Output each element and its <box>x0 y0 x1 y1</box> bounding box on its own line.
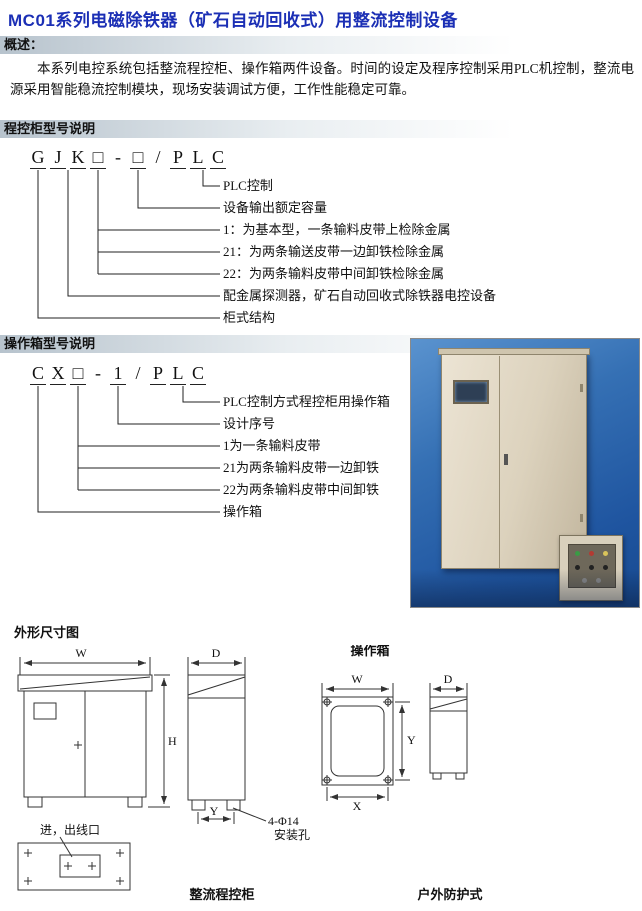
code-char: - <box>95 363 101 383</box>
page-title: MC01系列电磁除铁器（矿石自动回收式）用整流控制设备 <box>8 11 458 30</box>
code-char: 1 <box>110 362 126 385</box>
dim-h-label: H <box>168 734 177 748</box>
model-label: 柜式结构 <box>223 310 276 325</box>
photo-cabinet-handle <box>504 454 508 465</box>
code-char: P <box>150 362 166 385</box>
dimension-drawings: W H D Y 4-Φ14 安装孔 进，出线口 <box>17 645 483 902</box>
code-char: L <box>170 362 186 385</box>
indicator-dot <box>575 551 580 556</box>
button-dot <box>582 578 587 583</box>
model-label: 设计序号 <box>223 416 276 431</box>
model-label: PLC控制 <box>223 178 273 193</box>
model-label: 21：为两条输送皮带一边卸铁检除金属 <box>223 244 445 259</box>
dim-x-label: X <box>353 799 362 813</box>
code-char: L <box>190 146 206 169</box>
dim-y-label: Y <box>210 804 219 818</box>
model-label: 21为两条输料皮带一边卸铁 <box>223 460 380 475</box>
code-char: K <box>70 147 86 169</box>
cabinet-model-connector-lines <box>37 170 220 319</box>
cabinet-plan-view: 进，出线口 <box>17 823 131 891</box>
photo-cabinet-door-seam <box>499 356 500 568</box>
code-char: C <box>190 363 206 385</box>
overview-heading: 概述： <box>0 36 642 54</box>
dim-d-label: D <box>444 672 453 686</box>
model-label: 1：为基本型，一条输料皮带上检除金属 <box>223 222 451 237</box>
code-char: □ <box>130 146 146 169</box>
photo-cabinet-meter-window <box>453 380 489 404</box>
cabinet-front-view: W H <box>17 646 177 808</box>
model-label: 22：为两条输料皮带中间卸铁检除金属 <box>223 266 445 281</box>
photo-control-cabinet <box>438 348 590 569</box>
dim-y-label: Y <box>407 733 416 747</box>
dim-w-label: W <box>351 672 363 686</box>
code-char: P <box>170 146 186 169</box>
operation-box-side-view: D <box>429 672 468 780</box>
code-char: / <box>155 147 161 167</box>
dimension-drawing-heading: 外形尺寸图 <box>14 625 80 640</box>
caption-rectifier-cabinet: 整流程控柜 <box>188 887 254 902</box>
code-char: G <box>30 147 46 169</box>
model-label: 操作箱 <box>223 504 263 519</box>
photo-cabinet-hinge <box>580 384 583 392</box>
box-model-connector-lines <box>37 386 220 513</box>
code-char: C <box>30 363 46 385</box>
code-char: □ <box>70 362 86 385</box>
indicator-dot <box>589 551 594 556</box>
product-photo <box>410 338 640 608</box>
code-char: □ <box>90 146 106 169</box>
button-dot <box>596 578 601 583</box>
code-char: J <box>50 146 66 169</box>
inlet-outlet-label: 进，出线口 <box>40 823 100 837</box>
button-dot <box>575 565 580 570</box>
code-char: C <box>210 147 226 169</box>
code-char: X <box>50 363 66 385</box>
cabinet-side-view: D Y 4-Φ14 安装孔 <box>187 646 310 842</box>
mounting-holes-label: 安装孔 <box>274 827 310 842</box>
model-label: PLC控制方式程控柜用操作箱 <box>223 394 390 409</box>
photo-cabinet-hinge <box>580 514 583 522</box>
model-label: 配金属探测器，矿石自动回收式除铁器电控设备 <box>223 288 497 303</box>
dim-w-label: W <box>75 646 87 660</box>
model-label: 1为一条输料皮带 <box>223 438 321 453</box>
photo-operation-box-panel <box>568 544 616 588</box>
photo-operation-box <box>559 535 623 601</box>
code-char: - <box>115 147 121 167</box>
photo-cabinet-top-cap <box>438 348 590 355</box>
code-char: / <box>135 363 141 383</box>
operation-box-label: 操作箱 <box>350 645 389 658</box>
overview-paragraph: 本系列电控系统包括整流程控柜、操作箱两件设备。时间的设定及程序控制采用PLC机控… <box>10 61 634 97</box>
caption-outdoor-type: 户外防护式 <box>417 887 482 902</box>
operation-box-front-view: 操作箱 W Y X <box>321 645 416 813</box>
cabinet-model-heading: 程控柜型号说明 <box>0 120 642 138</box>
model-label: 设备输出额定容量 <box>223 200 328 215</box>
button-dot <box>603 565 608 570</box>
mounting-holes-label: 4-Φ14 <box>268 814 299 828</box>
model-label: 22为两条输料皮带中间卸铁 <box>223 482 380 497</box>
indicator-dot <box>603 551 608 556</box>
dim-d-label: D <box>212 646 221 660</box>
button-dot <box>589 565 594 570</box>
